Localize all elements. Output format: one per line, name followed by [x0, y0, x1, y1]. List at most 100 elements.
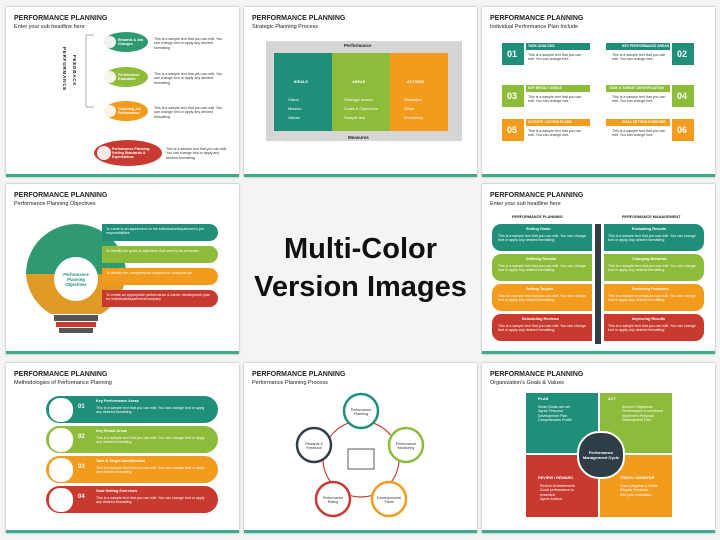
row-right-2: [604, 254, 704, 281]
pill-2: [46, 426, 218, 453]
center-heading-line2: Version Images: [254, 271, 467, 303]
row-head: Defining Results: [526, 257, 556, 261]
list-item: Values: [288, 115, 300, 120]
quad-list: Track progress & Goals Regular feedback …: [620, 484, 666, 497]
thumbnail-slide-1[interactable]: PERFORMANCE PLANNING Enter your sub head…: [6, 7, 239, 177]
center-spine: [595, 224, 601, 344]
badge-number: 03: [507, 91, 518, 101]
thumbnail-slide-3[interactable]: PERFORMANCE PLANNING Individual Performa…: [482, 7, 715, 177]
column-list: Strategic Issues Goals & Objectives Samp…: [344, 95, 378, 122]
pill-head: Task & Target Identification: [96, 459, 146, 463]
cycle-hub-label: Performance Management Cycle: [582, 450, 620, 460]
slide-title: PERFORMANCE PLANNING: [252, 371, 346, 378]
row-text: This is a sample text that you can edit.…: [608, 234, 696, 243]
column-areas: [332, 53, 390, 131]
vertical-label-feedback: FEEDBACK: [72, 55, 77, 87]
process-cycle-graphic: [295, 392, 425, 518]
ribbon: [526, 43, 590, 50]
slide-title: PERFORMANCE PLANNING: [14, 192, 108, 199]
list-item: Track progress & Goals: [620, 484, 658, 488]
left-column-head: PERFORMANCE PLANNING: [512, 215, 563, 219]
slide-subtitle: Performance Planning Process: [252, 380, 328, 386]
footer-bar: [482, 351, 715, 354]
ribbon-label: TASK & TARGET IDENTIFICATION: [609, 86, 664, 90]
row-head: Setting Targets: [526, 287, 554, 291]
objective-text: To come to an agreement on the individua…: [106, 227, 204, 236]
objective-text: To identify the competencies required fo…: [106, 271, 193, 275]
thumbnail-slide-6[interactable]: PERFORMANCE PLANNING Enter your sub head…: [482, 184, 715, 354]
row-text: This is a sample text that you can edit.…: [498, 294, 586, 303]
top-label: Performance: [344, 43, 372, 48]
objective-band-4: [102, 290, 218, 307]
ribbon-label: GOAL SETTING EXERCISE: [622, 120, 666, 124]
badge-number: 02: [677, 49, 688, 59]
item-text: This is a sample text that you can edit.…: [612, 53, 666, 62]
list-item: Implement Personal Development Plan: [622, 413, 654, 423]
thumbnail-slide-4[interactable]: PERFORMANCE PLANNING Performance Plannin…: [6, 184, 239, 354]
pill-number: 02: [78, 434, 85, 440]
column-list: Vision Mission Values: [288, 95, 302, 122]
footer-bar: [6, 351, 239, 354]
badge-number: 06: [677, 125, 688, 135]
quad-list: Smart Goals are set Agree Personal Devel…: [538, 405, 578, 423]
row-head: Setting Goals: [526, 227, 551, 231]
pill-3: [46, 456, 218, 483]
pill-4: [46, 486, 218, 513]
list-item: Review Achievements: [540, 484, 576, 488]
pill-number: 01: [78, 404, 85, 410]
badge-02: [672, 43, 694, 65]
pill-text: This is a sample text that you can edit.…: [96, 466, 205, 475]
item-text: This is a sample text that you can edit.…: [612, 95, 666, 104]
pill-text: This is a sample text that you can edit.…: [96, 496, 205, 505]
list-item: Good performance is rewarded: [540, 488, 574, 497]
row-left-1: [492, 224, 592, 251]
thumbnail-slide-8[interactable]: PERFORMANCE PLANNING Performance Plannin…: [244, 363, 477, 533]
badge-04: [672, 85, 694, 107]
list-item: Performance is monitored: [622, 409, 664, 414]
thumbnail-slide-9[interactable]: PERFORMANCE PLANNING Organization's Goal…: [482, 363, 715, 533]
thumbnail-slide-7[interactable]: PERFORMANCE PLANNING Methodologies of Pe…: [6, 363, 239, 533]
quad-head: ACT: [608, 397, 616, 401]
bottom-label: Measures: [348, 135, 369, 140]
list-item: Mission: [288, 106, 302, 111]
bulb-graphic: [26, 224, 126, 333]
list-item: Competencies Profile: [538, 418, 573, 423]
row-head: Changing Behavior: [632, 257, 667, 261]
badge-01: [502, 43, 524, 65]
quad-head: TRACK / MONITOR: [620, 476, 655, 480]
ribbon: [526, 119, 590, 126]
item-text: This is a sample text that you can edit.…: [154, 106, 223, 119]
row-text: This is a sample text that you can edit.…: [498, 264, 586, 273]
row-left-2: [492, 254, 592, 281]
vertical-label-performance: PERFORMANCE: [62, 47, 67, 92]
footer-bar: [482, 174, 715, 177]
slide-subtitle: Methodologies of Performance Planning: [14, 380, 112, 386]
ribbon-label: ACTIVITY / ACTION PLANS: [528, 120, 572, 124]
footer-bar: [482, 530, 715, 533]
slide-title: PERFORMANCE PLANNING: [14, 371, 108, 378]
item-text: This is a sample text that you can edit.…: [612, 129, 666, 138]
thumbnail-slide-2[interactable]: PERFORMANCE PLANNING Strategic Planning …: [244, 7, 477, 177]
pill-number: 03: [78, 464, 85, 470]
badge-number: 01: [507, 49, 518, 59]
slide-title: PERFORMANCE PLANNING: [490, 15, 584, 22]
pill-1: [46, 396, 218, 423]
slide-subtitle: Organization's Goals & Values: [490, 380, 565, 386]
row-text: This is a sample text that you can edit.…: [498, 234, 586, 243]
list-item: Achieve Objectives: [622, 405, 653, 409]
list-item: Goals & Objectives: [344, 106, 379, 111]
column-head: AREAS: [352, 80, 366, 84]
item-text: This is a sample text that you can edit.…: [166, 147, 228, 160]
slide-subtitle: Individual Performance Plan Include: [490, 24, 579, 30]
pill-text: This is a sample text that you can edit.…: [96, 436, 205, 445]
list-item: Strategic Issues: [344, 97, 373, 102]
badge-06: [672, 119, 694, 141]
slide-title: PERFORMANCE PLANNING: [490, 371, 584, 378]
footer-bar: [244, 530, 477, 533]
badge-number: 04: [677, 91, 688, 101]
bulb-label: Performance Planning Objectives: [63, 272, 89, 287]
list-item: Mid-year evaluation: [620, 492, 652, 497]
right-column-head: PERFORMANCE MANAGEMENT: [622, 215, 681, 219]
list-item: Steps: [404, 106, 415, 111]
item-label: Rewards & Job Changes: [118, 38, 144, 46]
